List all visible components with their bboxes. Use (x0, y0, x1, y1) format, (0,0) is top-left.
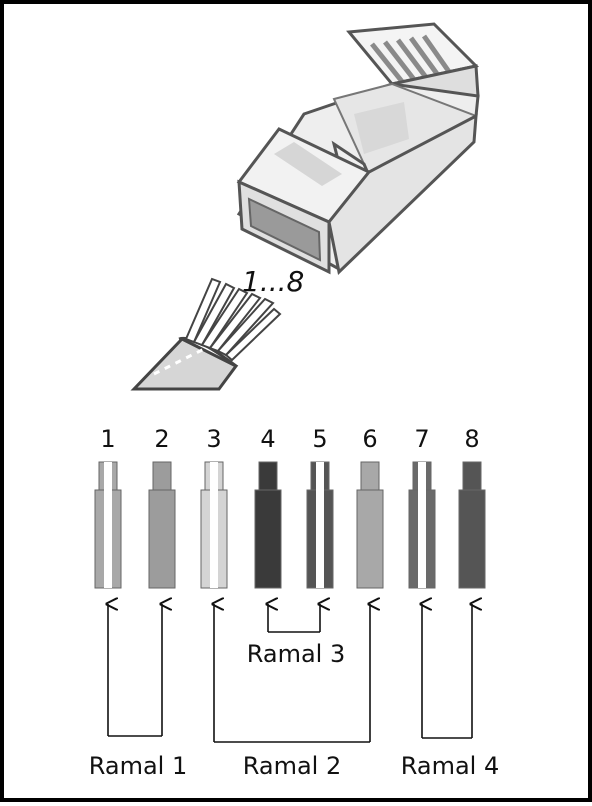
branch-label-3: Ramal 3 (247, 640, 346, 668)
branch-4: Ramal 4 (401, 604, 500, 780)
pin-number-7: 7 (414, 425, 429, 453)
pin-number-6: 6 (362, 425, 377, 453)
wire-pin-4 (254, 461, 282, 589)
branch-2: Ramal 2 (214, 604, 370, 780)
wire-pin-6 (356, 461, 384, 589)
wire-pin-5 (306, 461, 334, 589)
ethernet-cable-illustration (130, 277, 282, 391)
pin-number-3: 3 (206, 425, 221, 453)
pin-range-label: 1...8 (242, 265, 304, 298)
pin-number-2: 2 (154, 425, 169, 453)
pin-number-5: 5 (312, 425, 327, 453)
branch-1: Ramal 1 (89, 604, 188, 780)
wire-pin-7 (408, 461, 436, 589)
wire-pin-1 (94, 461, 122, 589)
pin-number-1: 1 (100, 425, 115, 453)
branch-label-4: Ramal 4 (401, 752, 500, 780)
pin-number-4: 4 (260, 425, 275, 453)
wire-pin-8 (458, 461, 486, 589)
branch-label-2: Ramal 2 (243, 752, 342, 780)
branch-layer: Ramal 1 Ramal 2 Ramal 3 Ramal 4 (89, 604, 500, 780)
wire-pin-2 (148, 461, 176, 589)
branch-label-1: Ramal 1 (89, 752, 188, 780)
pin-number-8: 8 (464, 425, 479, 453)
branch-3: Ramal 3 (247, 604, 346, 668)
wire-pin-3 (200, 461, 228, 589)
pin-layer: 1 2 3 4 5 6 7 8 (94, 425, 486, 589)
rj45-connector-illustration (236, 22, 480, 275)
